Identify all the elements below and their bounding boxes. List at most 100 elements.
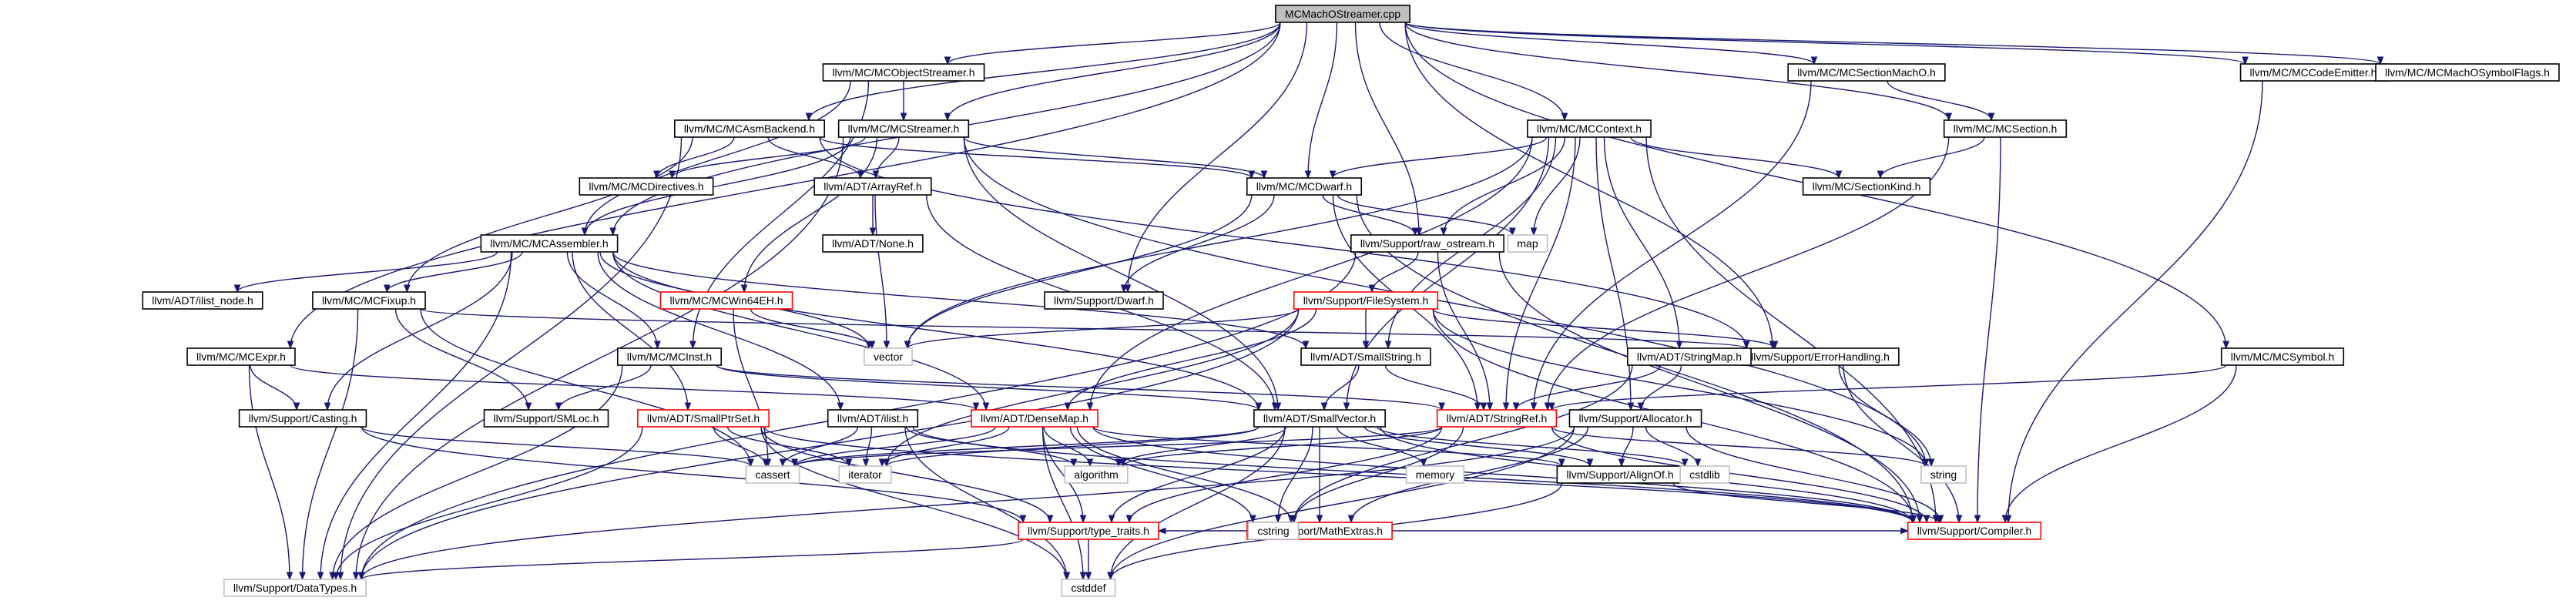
node-box (1802, 177, 1931, 196)
edge-densemap-to-typetraits (1041, 426, 1084, 523)
node-section[interactable]: llvm/MC/MCSection.h (1943, 119, 2068, 138)
node-assembler[interactable]: llvm/MC/MCAssembler.h (480, 234, 619, 253)
node-iterator[interactable]: iterator (838, 465, 892, 484)
edge-smallstring-to-stringref (1384, 364, 1484, 411)
node-map[interactable]: map (1507, 234, 1548, 253)
edge-smallvector-to-typetraits (1111, 426, 1286, 523)
node-mcexpr[interactable]: llvm/MC/MCExpr.h (186, 347, 296, 366)
node-memory[interactable]: memory (1405, 465, 1465, 484)
node-context[interactable]: llvm/MC/MCContext.h (1527, 119, 1652, 138)
edge-dwarfmc-to-dwarfsupport (1123, 194, 1275, 293)
edge-arrowhead (233, 284, 241, 294)
edge-win64eh-to-vector (750, 308, 873, 349)
node-root[interactable]: MCMachOStreamer.cpp (1275, 5, 1410, 23)
node-cassert[interactable]: cassert (745, 465, 800, 484)
node-datatypes[interactable]: llvm/Support/DataTypes.h (223, 579, 367, 597)
node-mcsymbol[interactable]: llvm/MC/MCSymbol.h (2220, 347, 2345, 366)
node-box (1350, 234, 1504, 253)
node-codeemitter[interactable]: llvm/MC/MCCodeEmitter.h (2239, 63, 2387, 82)
node-label: llvm/Support/AlignOf.h (1566, 468, 1673, 481)
edge-streamer-to-assembler (584, 136, 851, 236)
node-algorithm[interactable]: algorithm (1064, 465, 1129, 484)
node-rawostream[interactable]: llvm/Support/raw_ostream.h (1350, 234, 1504, 253)
node-compiler[interactable]: llvm/Support/Compiler.h (1907, 522, 2042, 540)
edge-stringref-to-cstring (1293, 426, 1464, 523)
node-asmbackend[interactable]: llvm/MC/MCAsmBackend.h (674, 119, 825, 138)
node-densemap[interactable]: llvm/ADT/DenseMap.h (971, 409, 1098, 428)
edge-root-to-rawostream (1354, 22, 1420, 236)
node-box (827, 409, 919, 428)
node-box (659, 291, 793, 310)
node-label: llvm/ADT/SmallString.h (1310, 351, 1421, 363)
node-cstring[interactable]: cstring (1247, 522, 1300, 540)
node-alignof[interactable]: llvm/Support/AlignOf.h (1556, 465, 1684, 484)
edge-arrowhead (805, 112, 813, 122)
node-directives[interactable]: llvm/MC/MCDirectives.h (579, 177, 714, 196)
node-vector[interactable]: vector (864, 347, 913, 366)
node-win64eh[interactable]: llvm/MC/MCWin64EH.h (659, 291, 793, 310)
node-ilist[interactable]: llvm/ADT/ilist.h (827, 409, 919, 428)
node-allocator[interactable]: llvm/Support/Allocator.h (1568, 409, 1702, 428)
node-secmacho[interactable]: llvm/MC/MCSectionMachO.h (1787, 63, 1946, 82)
node-box (1787, 63, 1946, 82)
node-string[interactable]: string (1920, 465, 1967, 484)
edge-allocator-to-mathextras (1350, 426, 1589, 523)
node-cstdlib[interactable]: cstdlib (1679, 465, 1730, 484)
node-typetraits[interactable]: llvm/Support/type_traits.h (1018, 522, 1159, 540)
node-objstreamer[interactable]: llvm/MC/MCObjectStreamer.h (822, 63, 985, 82)
node-box (864, 347, 913, 366)
node-label: cstring (1257, 525, 1289, 537)
edge-arrowhead (1063, 572, 1071, 581)
edge-arrowhead (1916, 515, 1924, 524)
node-box (822, 234, 924, 253)
edge-arrowhead (2376, 56, 2384, 65)
node-label: llvm/ADT/DenseMap.h (981, 412, 1088, 424)
edge-arrowhead (1502, 402, 1510, 411)
node-sectionkind[interactable]: llvm/MC/SectionKind.h (1802, 177, 1931, 196)
edge-arrowhead (1955, 515, 1963, 524)
edge-arrowhead (1046, 515, 1054, 524)
edge-arrowhead (1618, 458, 1625, 468)
node-smallptrset[interactable]: llvm/ADT/SmallPtrSet.h (637, 409, 770, 428)
node-filesystem[interactable]: llvm/Support/FileSystem.h (1293, 291, 1439, 310)
node-casting[interactable]: llvm/Support/Casting.h (238, 409, 367, 428)
node-none[interactable]: llvm/ADT/None.h (822, 234, 924, 253)
node-dwarfmc[interactable]: llvm/MC/MCDwarf.h (1246, 177, 1363, 196)
edge-arrowhead (1085, 572, 1092, 581)
edge-arrowhead (2222, 341, 2230, 350)
edge-densemap-to-mathextras (1076, 426, 1292, 523)
node-ilistnode[interactable]: llvm/ADT/ilist_node.h (142, 291, 263, 310)
edge-asmbackend-to-datatypes (340, 136, 683, 580)
node-symflags[interactable]: llvm/MC/MCMachOSymbolFlags.h (2375, 63, 2560, 82)
node-stringref[interactable]: llvm/ADT/StringRef.h (1436, 409, 1558, 428)
node-stringmap[interactable]: llvm/ADT/StringMap.h (1627, 347, 1752, 366)
node-streamer[interactable]: llvm/MC/MCStreamer.h (837, 119, 970, 138)
node-smallstring[interactable]: llvm/ADT/SmallString.h (1300, 347, 1431, 366)
node-fixup[interactable]: llvm/MC/MCFixup.h (312, 291, 426, 310)
edge-allocator-to-cstddef (1109, 426, 1575, 580)
node-label: llvm/Support/DataTypes.h (233, 582, 357, 594)
edge-context-to-sectionkind (1630, 136, 1840, 179)
node-smloc[interactable]: llvm/Support/SMLoc.h (483, 409, 609, 428)
node-label: llvm/MC/MCMachOSymbolFlags.h (2385, 66, 2550, 79)
node-cstddef[interactable]: cstddef (1061, 579, 1116, 597)
node-errorhandling[interactable]: llvm/Support/ErrorHandling.h (1741, 347, 1900, 366)
node-label: memory (1416, 468, 1455, 481)
node-arrayref[interactable]: llvm/ADT/ArrayRef.h (813, 177, 932, 196)
edge-mcinst-to-smallvector (716, 364, 1259, 411)
edge-densemap-to-cassert (793, 426, 996, 467)
node-box (838, 465, 892, 484)
edge-arrowhead (1368, 284, 1376, 294)
edge-assembler-to-ilistnode (236, 251, 498, 293)
edge-arrowhead (779, 458, 787, 468)
node-box (2220, 347, 2345, 366)
node-label: llvm/Support/FileSystem.h (1303, 294, 1429, 307)
node-box (1907, 522, 2042, 540)
node-smallvector[interactable]: llvm/ADT/SmallVector.h (1253, 409, 1386, 428)
node-mcinst[interactable]: llvm/MC/MCInst.h (616, 347, 723, 366)
edge-stringref-to-compiler (1551, 426, 1927, 523)
node-dwarfsupport[interactable]: llvm/Support/Dwarf.h (1044, 291, 1164, 310)
edge-arrowhead (1675, 341, 1683, 350)
edge-arrowhead (1248, 170, 1256, 180)
